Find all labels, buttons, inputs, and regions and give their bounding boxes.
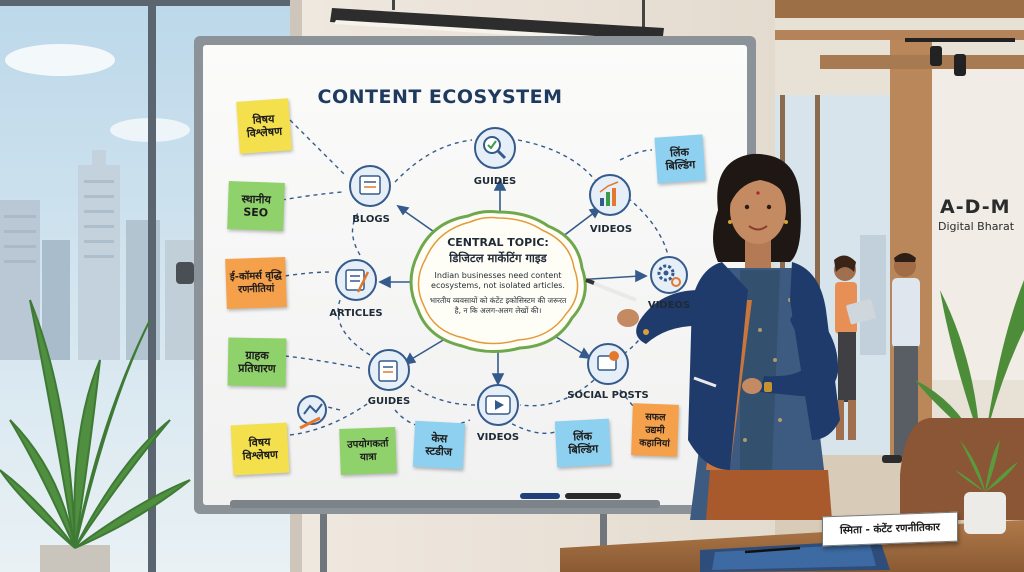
blogs-icon [359, 175, 381, 195]
sticky-success-stories: सफल उद्यमी कहानियां [631, 403, 679, 457]
desk-nameplate: स्मिता - कंटेंट रणनीतिकार [822, 511, 958, 547]
sticky-ecommerce-growth: ई-कॉमर्स वृद्धि रणनीतियां [225, 256, 287, 310]
sticky-case-studies: केस स्टडीज [412, 420, 466, 470]
central-hindi-line: भारतीय व्यवसायों को कंटेंट इकोसिस्टम की … [429, 296, 567, 315]
sticky-link-building-top: लिंक बिल्डिंग [654, 134, 706, 184]
sticky-topic-analysis-top: विषय विश्लेषण [236, 98, 292, 154]
magnifier-icon [483, 136, 507, 160]
central-topic: CENTRAL TOPIC: डिजिटल मार्केटिंग गाइड In… [418, 222, 578, 342]
central-english-line: Indian businesses need content ecosystem… [431, 271, 565, 290]
whiteboard-title: CONTENT ECOSYSTEM [317, 86, 563, 108]
sticky-topic-analysis-bottom: विषय विश्लेषण [230, 422, 290, 476]
social-share-icon [597, 351, 619, 371]
brand-tagline: Digital Bharat [938, 220, 1015, 233]
sticky-user-journey: उपयोगकर्ता यात्रा [339, 427, 397, 475]
guides-icon [378, 360, 398, 382]
central-heading: CENTRAL TOPIC: [447, 236, 549, 249]
sticky-link-building-bottom: लिंक बिल्डिंग [554, 418, 612, 468]
node-label-guides-top: GUIDES [473, 176, 517, 187]
node-label-videos-right: VIDEOS [589, 224, 633, 235]
presenter-woman [585, 153, 840, 520]
bar-chart-icon [599, 181, 619, 206]
plant-left [0, 299, 191, 572]
node-label-videos-bottom: VIDEOS [476, 432, 520, 443]
sticky-customer-retention: ग्राहक प्रतिधारण [227, 337, 287, 387]
node-label-blogs: BLOGS [352, 214, 390, 225]
sticky-local-seo: स्थानीय SEO [227, 181, 285, 231]
central-topic-title: डिजिटल मार्केटिंग गाइड [449, 251, 547, 265]
gear-icon [657, 264, 681, 287]
node-label-videos-far-right: VIDEOS [647, 300, 691, 311]
node-label-social-posts: SOCIAL POSTS [567, 390, 649, 401]
node-label-guides-bottom: GUIDES [367, 396, 411, 407]
node-label-articles: ARTICLES [329, 308, 383, 319]
coworker-woman [834, 255, 876, 440]
video-play-icon [485, 395, 511, 415]
articles-icon [345, 269, 370, 293]
analytics-icon [299, 403, 323, 430]
brand-logo-text: A-D-M [940, 196, 1011, 218]
